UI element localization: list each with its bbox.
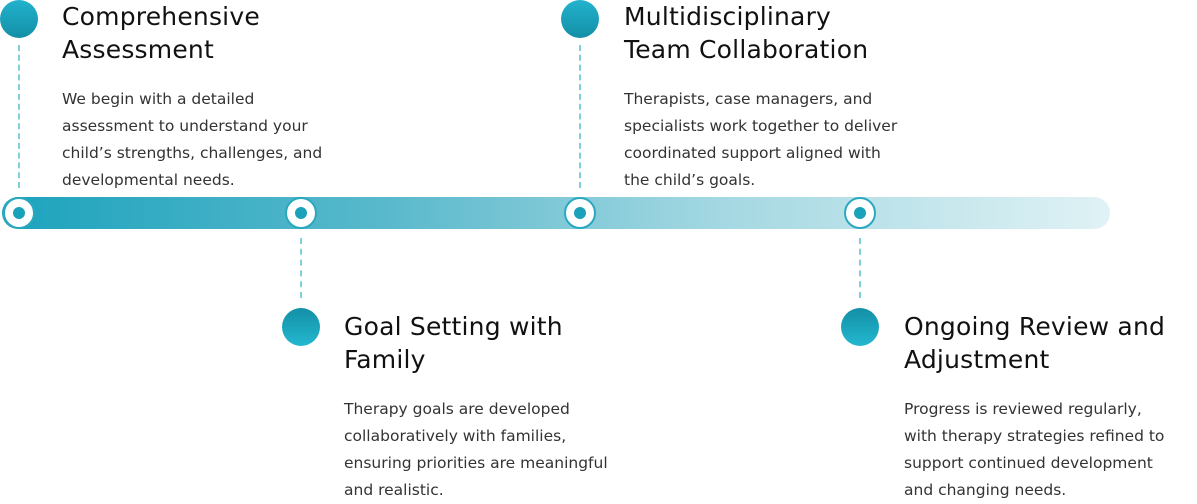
timeline-marker-4: [844, 197, 876, 229]
title-line: Ongoing Review and: [904, 312, 1166, 341]
desc-line: collaboratively with families,: [344, 427, 567, 445]
title-line: Multidisciplinary: [624, 2, 832, 31]
desc-line: with therapy strategies refined to: [904, 427, 1165, 445]
desc-line: Therapy goals are developed: [344, 400, 570, 418]
title-line: Family: [344, 345, 426, 374]
step-dot-2: [282, 308, 320, 346]
connector-line-2: [300, 238, 302, 298]
step-description: Therapists, case managers, and specialist…: [624, 86, 924, 194]
desc-line: and realistic.: [344, 481, 444, 499]
desc-line: coordinated support aligned with: [624, 144, 881, 162]
step-description: We begin with a detailed assessment to un…: [62, 86, 362, 194]
desc-line: We begin with a detailed: [62, 90, 255, 108]
timeline-marker-1: [3, 197, 35, 229]
connector-line-1: [18, 45, 20, 188]
title-line: Adjustment: [904, 345, 1050, 374]
timeline-bar: [2, 197, 1110, 229]
step-description: Therapy goals are developed collaborative…: [344, 396, 644, 504]
connector-line-3: [579, 45, 581, 188]
desc-line: support continued development: [904, 454, 1153, 472]
title-line: Assessment: [62, 35, 214, 64]
step-dot-3: [561, 0, 599, 38]
desc-line: child’s strengths, challenges, and: [62, 144, 323, 162]
step-dot-4: [841, 308, 879, 346]
title-line: Goal Setting with: [344, 312, 563, 341]
timeline-marker-3: [564, 197, 596, 229]
desc-line: Therapists, case managers, and: [624, 90, 873, 108]
desc-line: developmental needs.: [62, 171, 235, 189]
title-line: Team Collaboration: [624, 35, 869, 64]
desc-line: and changing needs.: [904, 481, 1067, 499]
desc-line: the child’s goals.: [624, 171, 756, 189]
desc-line: assessment to understand your: [62, 117, 308, 135]
desc-line: Progress is reviewed regularly,: [904, 400, 1142, 418]
desc-line: ensuring priorities are meaningful: [344, 454, 608, 472]
connector-line-4: [859, 238, 861, 298]
step-description: Progress is reviewed regularly, with ther…: [904, 396, 1197, 504]
step-dot-1: [0, 0, 38, 38]
timeline-marker-2: [285, 197, 317, 229]
title-line: Comprehensive: [62, 2, 260, 31]
desc-line: specialists work together to deliver: [624, 117, 898, 135]
